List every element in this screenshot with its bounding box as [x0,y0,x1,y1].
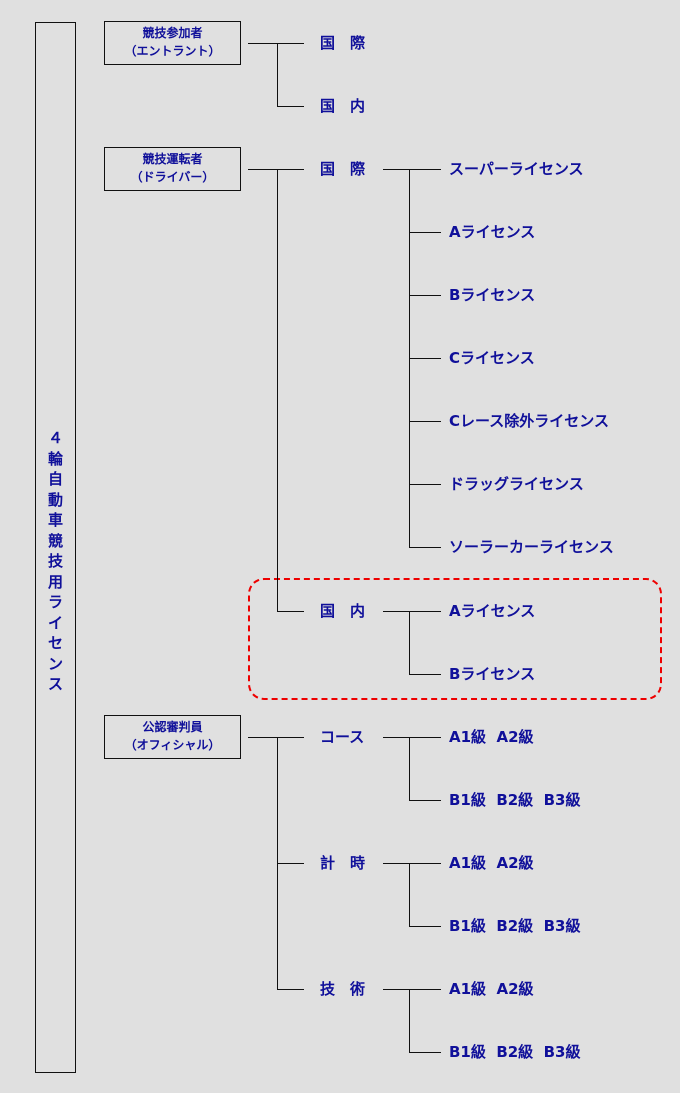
connector [409,736,441,738]
connector [409,799,441,801]
license-item: Bライセンス [449,664,536,683]
connector [409,169,410,549]
connector [409,358,441,360]
license-item: Cレース除外ライセンス [449,412,609,431]
connector [409,232,441,234]
level2-label: 国 際 [320,34,366,52]
connector [409,547,441,549]
connector [277,610,304,612]
level2-label: 国 内 [320,97,366,116]
connector [409,610,441,612]
license-item: A1級 A2級 [449,853,534,872]
connector [409,295,441,297]
connector [277,988,304,990]
level2-label: 国 内 [320,601,366,620]
category-name: 競技運転者 [142,152,203,167]
license-item: A1級 A2級 [449,979,534,998]
category-box: 競技参加者 （エントラント） [104,21,241,65]
connector [409,988,410,1053]
connector [409,925,441,927]
license-item: B1級 B2級 B3級 [449,1042,581,1061]
category-name: 競技参加者 [142,26,203,40]
license-item: B1級 B2級 B3級 [449,790,581,809]
connector [277,736,304,738]
connector [409,862,410,927]
highlight-domestic-driver [248,578,662,700]
license-item: ソーラーカーライセンス [449,538,614,557]
connector [409,421,441,423]
level2-label: コース [320,727,365,746]
category-sub: （ドライバー） [130,170,215,185]
license-item: B1級 B2級 B3級 [449,916,581,935]
connector [277,43,304,44]
connector [409,862,441,864]
connector [409,1051,441,1053]
category-box: 競技運転者 （ドライバー） [104,147,241,192]
license-item: Aライセンス [449,601,536,620]
level2-label: 計 時 [320,853,366,872]
license-item: Aライセンス [449,223,536,242]
license-item: スーパーライセンス [449,160,584,179]
license-item: Cライセンス [449,349,535,368]
connector [409,169,441,171]
category-sub: （エントラント） [124,44,221,58]
connector [277,862,304,864]
connector [277,169,278,612]
connector [409,484,441,486]
connector [277,736,278,990]
category-box: 公認審判員 （オフィシャル） [104,714,241,759]
license-item: A1級 A2級 [449,727,534,746]
license-item: Bライセンス [449,286,536,305]
connector [409,988,441,990]
connector [277,106,304,108]
license-item: ドラッグライセンス [449,475,584,494]
connector [409,610,410,675]
connector [248,736,304,738]
connector [248,43,304,44]
connector [409,736,410,801]
level2-label: 技 術 [320,979,366,998]
connector [277,43,278,108]
category-name: 公認審判員 [142,719,203,734]
level2-label: 国 際 [320,160,366,179]
connector [277,169,304,171]
connector [248,169,304,171]
connector [409,673,441,675]
category-sub: （オフィシャル） [124,737,221,752]
